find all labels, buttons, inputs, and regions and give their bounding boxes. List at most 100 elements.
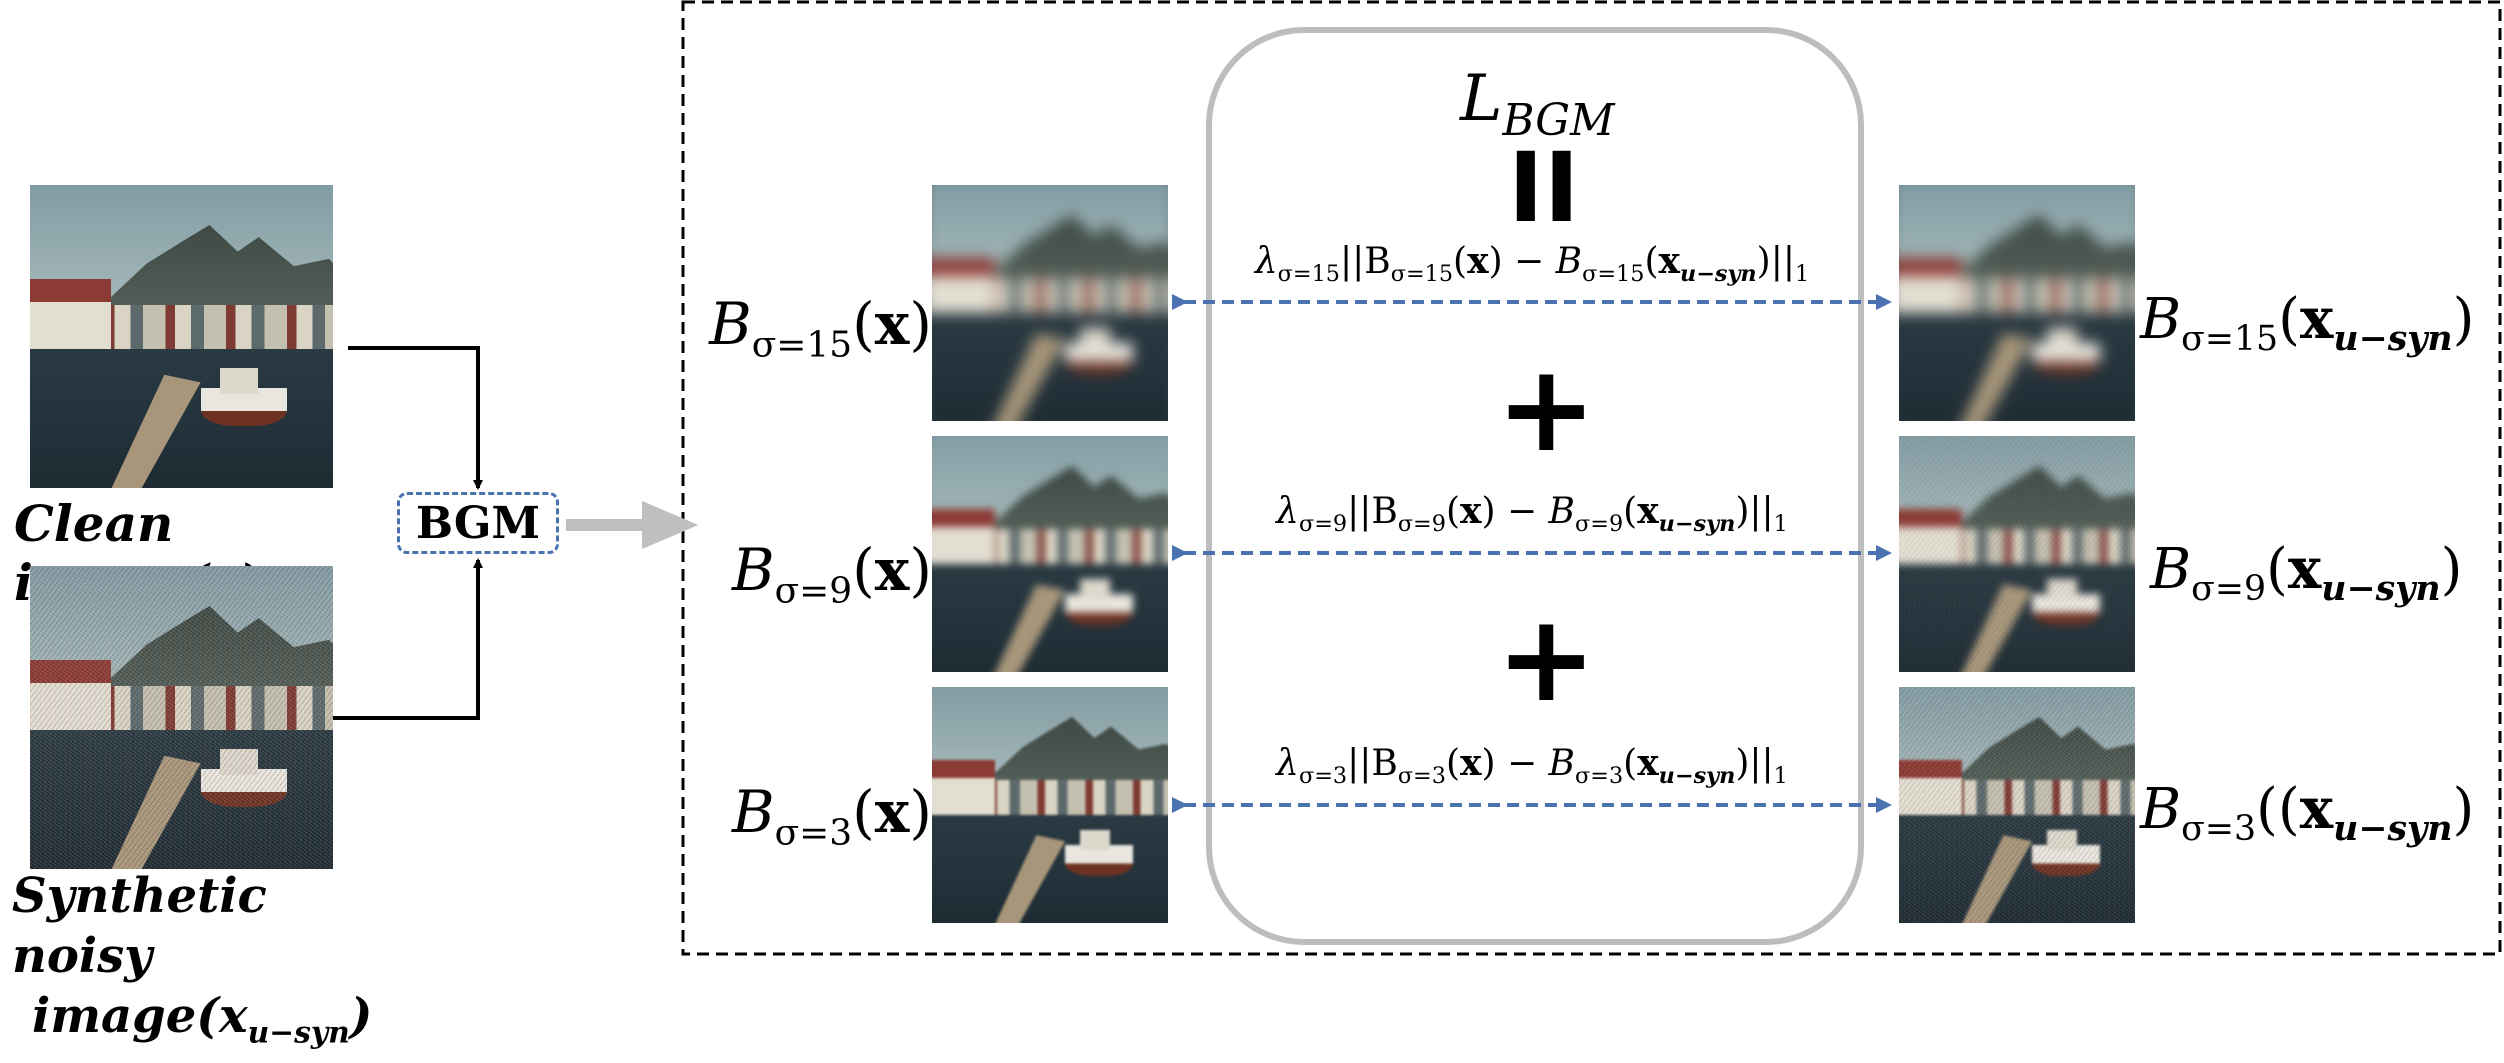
loss-term3-lambda: λ: [1276, 743, 1299, 784]
loss-term15-B1-sub: σ=15: [1390, 260, 1454, 287]
loss-term15-lambda-sub: σ=15: [1277, 260, 1340, 287]
plus-sign-1: +: [1496, 340, 1597, 479]
loss-term-sigma15: λσ=15||Bσ=15(x) − Bσ=15(xu−syn)||1: [1232, 240, 1832, 287]
right-output-x-sigma9: x: [2287, 536, 2322, 602]
blurred-clean-sigma9: [932, 436, 1168, 672]
right-output-sub-sigma3: u−syn: [2333, 808, 2453, 850]
loss-term15-norm-close: ||: [1770, 241, 1795, 282]
noisy-label-line1: Synthetic noisy: [12, 868, 267, 984]
left-output-label-sigma3: Bσ=3(x): [732, 778, 932, 854]
right-output-B-sigma15: B: [2140, 287, 2182, 352]
noisy-label-close: ): [349, 988, 373, 1044]
loss-term15-x2: x: [1658, 240, 1680, 282]
loss-term15-paren2-close: ): [1756, 241, 1771, 282]
loss-term3-minus: − B: [1495, 743, 1576, 784]
loss-term15-x: x: [1467, 240, 1489, 282]
blurred-noisy-sigma3: [1899, 687, 2135, 923]
bgm-label: BGM: [415, 497, 541, 549]
right-output-sub-sigma9: u−syn: [2321, 568, 2441, 610]
noisy-to-bgm-arrow: [333, 558, 483, 720]
loss-symbol: LBGM: [1460, 62, 1615, 146]
loss-term3-lambda-sub: σ=3: [1298, 762, 1348, 789]
loss-term15-norm-sub: 1: [1794, 260, 1810, 287]
loss-box: [1206, 27, 1864, 945]
loss-term3-paren2-close: ): [1735, 743, 1750, 784]
loss-term9-x2: x: [1637, 490, 1659, 532]
loss-term-sigma9: λσ=9||Bσ=9(x) − Bσ=9(xu−syn)||1: [1232, 490, 1832, 537]
plus-sign-2: +: [1496, 590, 1597, 729]
left-output-sigma-sigma15: σ=15: [751, 324, 853, 366]
loss-term9-x2-sub: u−syn: [1658, 510, 1736, 537]
loss-term3-norm-open: ||B: [1347, 743, 1398, 784]
equals-sign: II: [1508, 132, 1580, 244]
loss-term3-x: x: [1459, 742, 1482, 784]
noisy-label-prefix: image(: [32, 988, 219, 1044]
right-output-open-sigma15: (: [2278, 287, 2300, 352]
right-output-x-sigma15: x: [2299, 286, 2334, 352]
clean-image: [30, 185, 333, 488]
left-output-label-sigma15: Bσ=15(x): [709, 290, 932, 366]
loss-term9-x: x: [1459, 490, 1482, 532]
loss-term15-paren1: (: [1453, 241, 1468, 282]
right-output-B-sigma9: B: [2150, 537, 2192, 602]
loss-term3-B1-sub: σ=3: [1397, 762, 1446, 789]
loss-term15-x2-sub: u−syn: [1679, 260, 1757, 287]
loss-term15-lambda: λ: [1254, 241, 1278, 282]
loss-term3-B2-sub: σ=3: [1575, 762, 1624, 789]
noisy-image-label: Synthetic noisy image(xu−syn): [12, 866, 373, 1063]
left-output-x-sigma15: x: [874, 290, 910, 358]
left-output-close-sigma15: ): [909, 290, 932, 358]
loss-term3-paren2: (: [1623, 743, 1638, 784]
left-output-B-sigma9: B: [731, 536, 775, 604]
loss-term9-norm-open: ||B: [1347, 491, 1398, 532]
right-output-sigma-sigma9: σ=9: [2191, 569, 2267, 610]
loss-term9-minus: − B: [1495, 491, 1576, 532]
loss-term9-paren1-close: ): [1481, 491, 1496, 532]
loss-symbol-sub: BGM: [1502, 96, 1615, 147]
loss-term15-norm-open: ||B: [1340, 241, 1391, 282]
left-output-x-sigma9: x: [874, 536, 910, 604]
loss-term9-B2-sub: σ=9: [1575, 510, 1624, 537]
right-output-label-sigma15: Bσ=15(xu−syn): [2140, 286, 2475, 359]
right-output-label-sigma9: Bσ=9(xu−syn): [2150, 536, 2462, 609]
left-output-x-sigma3: x: [874, 778, 910, 846]
left-output-label-sigma9: Bσ=9(x): [732, 536, 932, 612]
loss-term3-paren1: (: [1445, 743, 1460, 784]
noisy-label-sub: u−syn: [247, 1015, 350, 1051]
loss-term9-paren2: (: [1623, 491, 1638, 532]
blurred-noisy-sigma9: [1899, 436, 2135, 672]
loss-term3-norm-close: ||: [1749, 743, 1774, 784]
bgm-to-process-arrow: [566, 500, 699, 550]
right-output-close-sigma9: ): [2440, 537, 2463, 602]
loss-symbol-L: L: [1460, 62, 1503, 136]
process-frame: [681, 0, 2502, 956]
left-output-open-sigma9: (: [852, 536, 875, 604]
loss-term-sigma3: λσ=3||Bσ=3(x) − Bσ=3(xu−syn)||1: [1232, 742, 1832, 789]
loss-term9-norm-sub: 1: [1773, 510, 1788, 537]
loss-term15-paren1-close: ): [1488, 241, 1503, 282]
loss-term9-lambda-sub: σ=9: [1298, 510, 1348, 537]
left-output-open-sigma15: (: [852, 290, 875, 358]
noisy-label-x: x: [218, 988, 248, 1044]
right-output-sigma-sigma15: σ=15: [2181, 319, 2279, 360]
right-output-close-sigma3: ): [2452, 777, 2475, 842]
loss-term15-paren2: (: [1644, 241, 1659, 282]
connector-layer: [333, 0, 2502, 956]
left-output-close-sigma9: ): [909, 536, 932, 604]
loss-term9-paren1: (: [1445, 491, 1460, 532]
right-output-open-sigma9: (: [2266, 537, 2288, 602]
right-output-sub-sigma15: u−syn: [2333, 318, 2453, 360]
loss-term9-lambda: λ: [1276, 491, 1299, 532]
loss-term3-x2: x: [1637, 742, 1659, 784]
right-output-x-sigma3: x: [2299, 776, 2334, 842]
noisy-image: [30, 566, 333, 869]
blurred-clean-sigma3: [932, 687, 1168, 923]
left-output-B-sigma15: B: [709, 290, 752, 358]
loss-term9-B1-sub: σ=9: [1397, 510, 1446, 537]
loss-term15-B2-sub: σ=15: [1582, 260, 1645, 287]
right-output-label-sigma3: Bσ=3((xu−syn): [2140, 776, 2474, 849]
bgm-module: BGM: [397, 492, 559, 554]
loss-term3-norm-sub: 1: [1773, 762, 1788, 789]
noisy-label-line2: image(xu−syn): [12, 986, 373, 1063]
loss-term3-x2-sub: u−syn: [1658, 762, 1736, 789]
